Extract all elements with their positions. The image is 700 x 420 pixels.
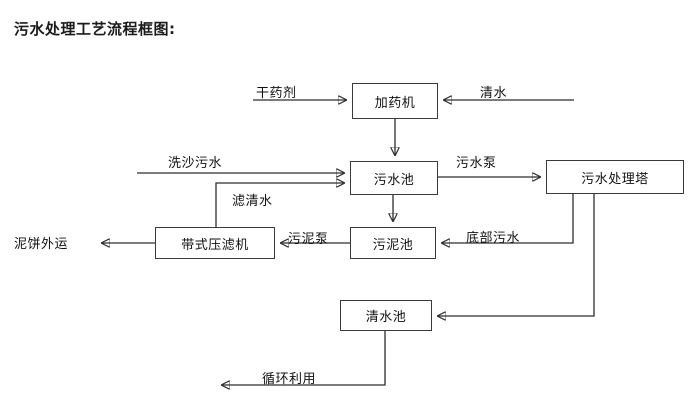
label-bottom-wastewater: 底部污水 — [466, 231, 521, 246]
node-label: 清水池 — [365, 310, 407, 325]
node-wastewater-pool[interactable]: 污水池 — [350, 161, 438, 195]
node-label: 污泥池 — [372, 237, 414, 253]
node-label: 污水处理塔 — [581, 171, 649, 187]
node-label: 加药机 — [374, 95, 416, 111]
label-dry-chemical: 干药剂 — [256, 86, 297, 101]
node-label: 带式压滤机 — [181, 237, 249, 253]
label-clean-water: 清水 — [480, 86, 508, 101]
label-sludge-pump: 污泥泵 — [288, 232, 329, 247]
node-label: 污水池 — [373, 172, 415, 188]
connector-tower-to-clearwater-pool — [438, 194, 595, 316]
node-sludge-pool[interactable]: 污泥池 — [350, 227, 436, 259]
label-mud-cake-transport: 泥饼外运 — [14, 237, 69, 252]
label-recycling-reuse: 循环利用 — [262, 372, 317, 387]
node-clear-water-pool[interactable]: 清水池 — [340, 300, 432, 331]
node-dosing-machine[interactable]: 加药机 — [352, 83, 438, 119]
node-wastewater-tower[interactable]: 污水处理塔 — [546, 160, 684, 194]
label-wastewater-pump: 污水泵 — [456, 156, 497, 171]
label-sand-wash-wastewater: 洗沙污水 — [168, 156, 223, 171]
page-title: 污水处理工艺流程框图: — [14, 20, 176, 38]
label-filtered-clear-water: 滤清水 — [232, 194, 273, 209]
node-belt-filter-press[interactable]: 带式压滤机 — [155, 227, 275, 259]
